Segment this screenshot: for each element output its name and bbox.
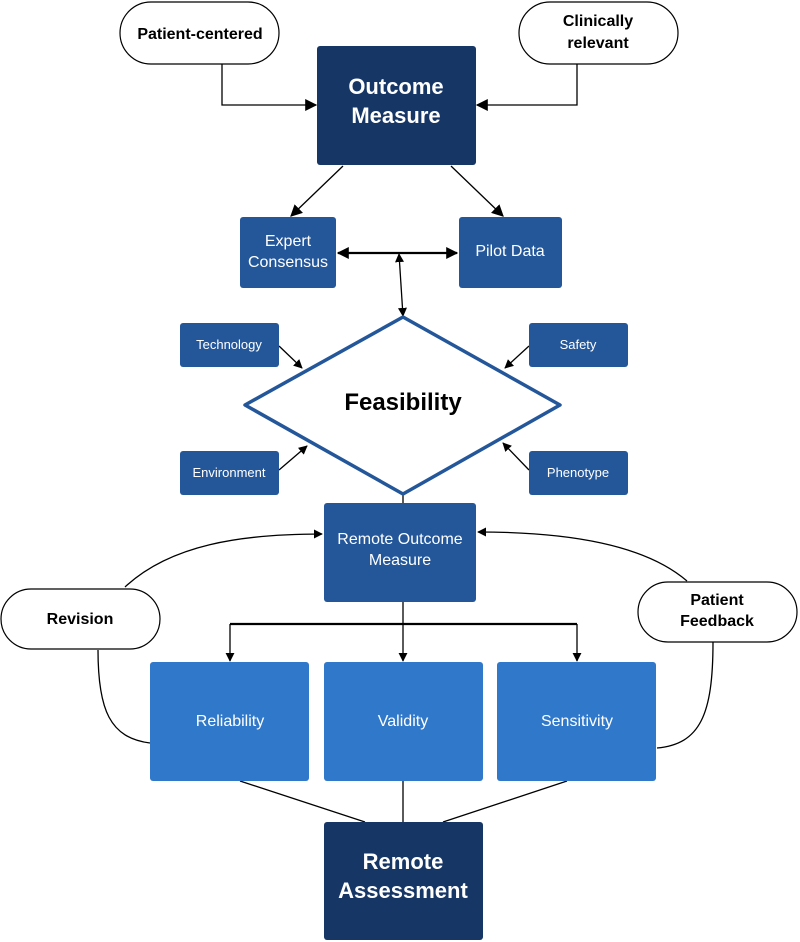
environment-label: Environment: [193, 465, 266, 480]
remote-assessment-label-line1: Remote: [363, 849, 444, 874]
patient-feedback-label-line1: Patient: [690, 592, 744, 609]
pilot-data-node: Pilot Data: [459, 217, 562, 288]
sensitivity-node: Sensitivity: [497, 662, 656, 781]
connector-outcome-to-pilot: [450, 165, 504, 217]
outcome-measure-label-line1: Outcome: [348, 74, 443, 99]
phenotype-label: Phenotype: [547, 465, 609, 480]
connector-reliability-to-revision: [97, 649, 151, 744]
feasibility-label: Feasibility: [344, 389, 462, 416]
reliability-label: Reliability: [196, 713, 264, 730]
remote-assessment-node: Remote Assessment: [324, 822, 483, 940]
connectors: [97, 64, 714, 823]
phenotype-node: Phenotype: [529, 451, 628, 495]
expert-consensus-label-line1: Expert: [265, 233, 312, 250]
clinically-relevant-node: Clinically relevant: [518, 1, 679, 65]
connector-feasibility-to-evidence: [395, 253, 407, 317]
patient-feedback-label-line2: Feedback: [680, 613, 754, 630]
connector-sensitivity-to-feedback: [656, 641, 714, 749]
sensitivity-label: Sensitivity: [541, 713, 613, 730]
connector-feedback-to-remote-outcome: [477, 527, 688, 582]
connector-reliability-to-assessment: [239, 780, 366, 823]
validity-label: Validity: [378, 713, 428, 730]
connector-environment-to-feasibility: [278, 445, 308, 471]
feasibility-node: Feasibility: [243, 315, 562, 496]
reliability-node: Reliability: [150, 662, 309, 781]
remote-outcome-measure-label-line2: Measure: [369, 552, 431, 569]
remote-outcome-measure-node: Remote Outcome Measure: [324, 503, 476, 602]
safety-node: Safety: [529, 323, 628, 367]
patient-centered-label: Patient-centered: [137, 26, 262, 43]
outcome-measure-node: Outcome Measure: [317, 46, 476, 165]
pilot-data-label: Pilot Data: [475, 243, 544, 260]
expert-consensus-label-line2: Consensus: [248, 254, 328, 271]
remote-assessment-label-line2: Assessment: [338, 878, 468, 903]
connector-safety-to-feasibility: [504, 345, 530, 369]
technology-label: Technology: [196, 337, 262, 352]
safety-label: Safety: [560, 337, 597, 352]
outcome-measure-label-line2: Measure: [351, 103, 440, 128]
environment-node: Environment: [180, 451, 279, 495]
expert-consensus-node: Expert Consensus: [240, 217, 336, 288]
patient-centered-node: Patient-centered: [119, 1, 280, 65]
connector-patient-centered-to-outcome: [221, 64, 318, 111]
remote-outcome-measure-label-line1: Remote Outcome: [337, 531, 462, 548]
clinically-relevant-label-line1: Clinically: [563, 13, 633, 30]
patient-feedback-node: Patient Feedback: [637, 581, 798, 643]
connector-sensitivity-to-assessment: [442, 780, 568, 823]
validity-node: Validity: [324, 662, 483, 781]
revision-node: Revision: [0, 588, 161, 650]
technology-node: Technology: [180, 323, 279, 367]
connector-technology-to-feasibility: [278, 345, 303, 369]
connector-revision-to-remote-outcome: [124, 529, 323, 588]
clinically-relevant-label-line2: relevant: [567, 35, 629, 52]
connector-outcome-to-expert: [290, 165, 344, 217]
revision-label: Revision: [47, 611, 114, 628]
connector-clinically-relevant-to-outcome: [475, 64, 578, 111]
connector-phenotype-to-feasibility: [502, 442, 530, 471]
